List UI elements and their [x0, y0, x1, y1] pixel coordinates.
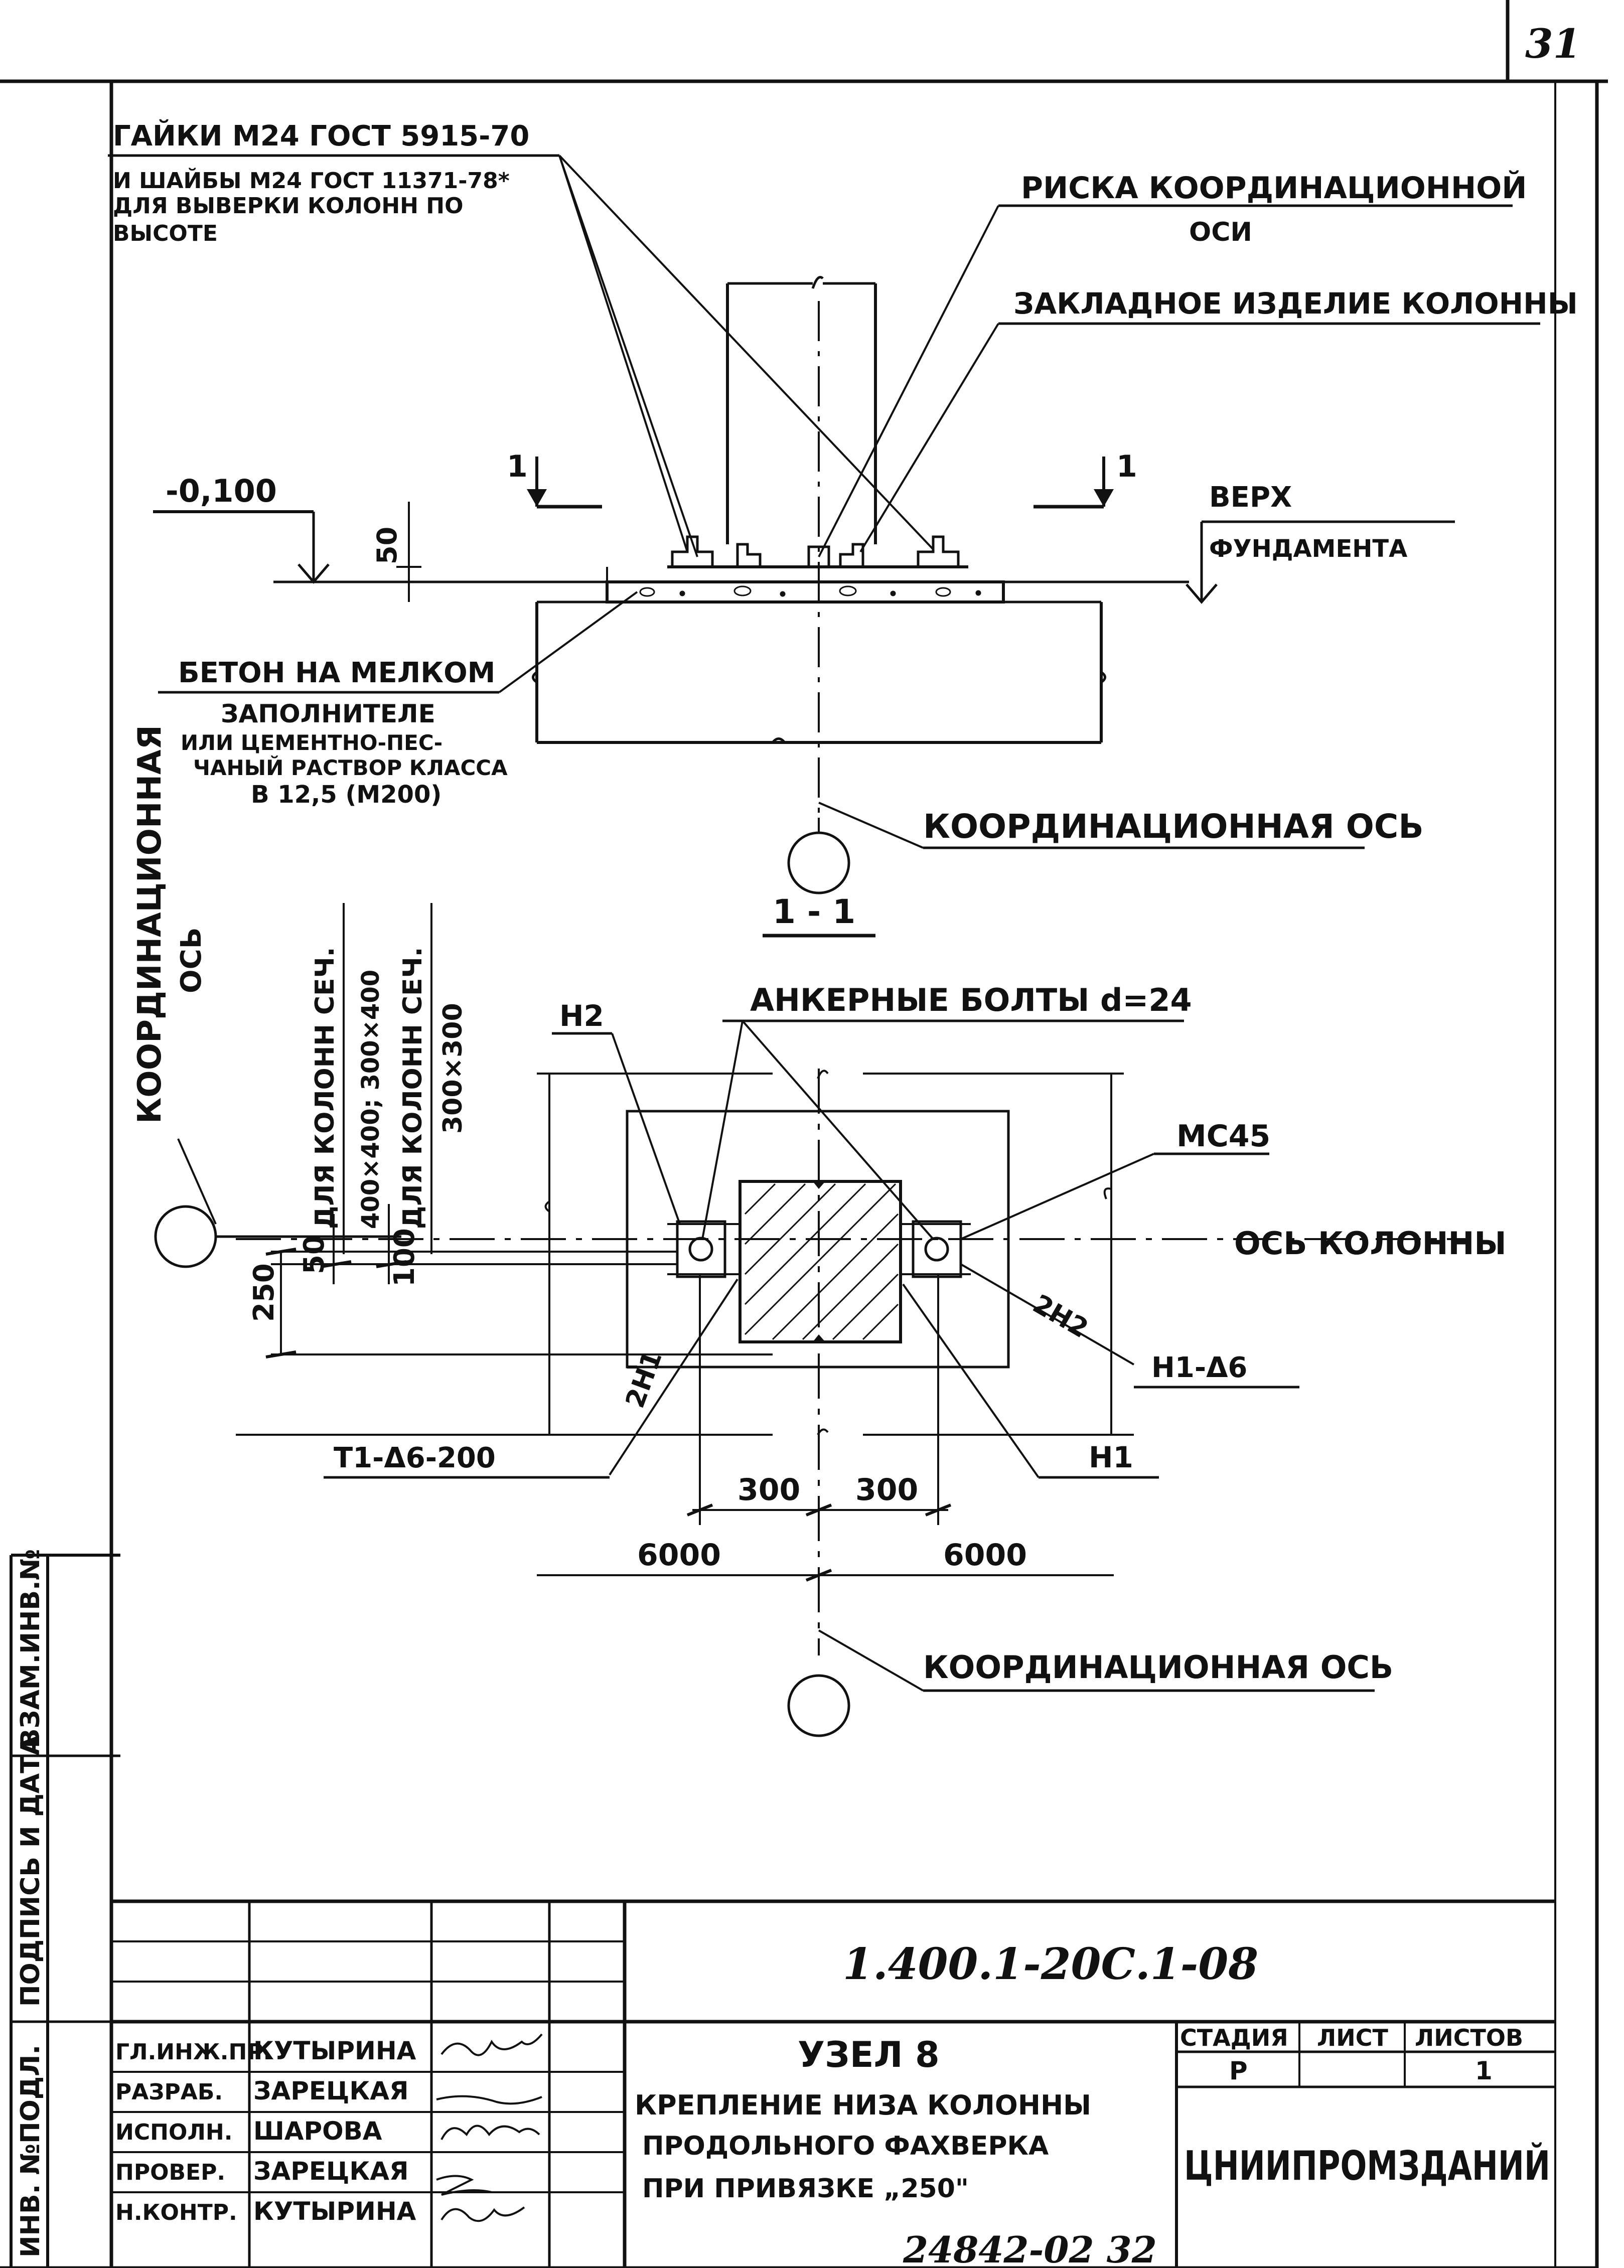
axis-bubble-section [787, 831, 850, 894]
plate-hatch [744, 1183, 899, 1340]
axis-bubble-plan-bottom [787, 1674, 850, 1737]
side-stamp: ИНВ. №ПОДЛ. ПОДПИСЬ И ДАТА ВЗАМ.ИНВ.№ [10, 1549, 120, 2268]
embedded-label: ЗАКЛАДНОЕ ИЗДЕЛИЕ КОЛОННЫ [1013, 286, 1578, 321]
title-block: 1.400.1-20С.1-08 ГЛ.ИНЖ.ПР. КУТЫРИНА РАЗ… [111, 1899, 1555, 2268]
name-5: КУТЫРИНА [253, 2197, 416, 2226]
risk-line-1: РИСКА КООРДИНАЦИОННОЙ [1021, 170, 1527, 206]
col-sec-2b: 300×300 [438, 1003, 468, 1134]
coord-vert-line-2: ОСЬ [175, 928, 208, 993]
n2-label: Н2 [559, 999, 604, 1033]
anchor-bolts-label: АНКЕРНЫЕ БОЛТЫ d=24 [750, 982, 1192, 1018]
dim-6000-left: 6000 [637, 1538, 721, 1573]
section-mark-right: 1 [1116, 449, 1137, 484]
col-sec-1a: ДЛЯ КОЛОНН СЕЧ. [310, 947, 340, 1229]
dim-50-plan: 50 [298, 1235, 331, 1274]
sheets-value: 1 [1475, 2056, 1493, 2085]
concrete-note: БЕТОН НА МЕЛКОМ ЗАПОЛНИТЕЛЕ ИЛИ ЦЕМЕНТНО… [158, 591, 638, 809]
n1-label: Н1 [1089, 1440, 1133, 1474]
nuts-line-2: И ШАЙБЫ М24 ГОСТ 11371-78* [113, 167, 510, 194]
concrete-line-3: ИЛИ ЦЕМЕНТНО-ПЕС- [181, 730, 442, 755]
nuts-note: ГАЙКИ М24 ГОСТ 5915-70 И ШАЙБЫ М24 ГОСТ … [108, 119, 934, 557]
name-3: ШАРОВА [253, 2116, 382, 2146]
mc45-label: МС45 [1176, 1119, 1270, 1154]
column-axis-label: ОСЬ КОЛОННЫ [1234, 1225, 1507, 1262]
col-sec-1b: 400×400; 300×400 [357, 970, 385, 1229]
stamp-replace-inv: ВЗАМ.ИНВ.№ [16, 1549, 46, 1748]
desc-line-2: ПРОДОЛЬНОГО ФАХВЕРКА [642, 2131, 1049, 2161]
role-2: РАЗРАБ. [115, 2079, 223, 2105]
coord-axis-label-2: КООРДИНАЦИОННАЯ ОСЬ [923, 1649, 1393, 1686]
top-label-1: ВЕРХ [1209, 481, 1292, 514]
concrete-line-1: БЕТОН НА МЕЛКОМ [178, 657, 495, 689]
stamp-inv-orig: ИНВ. №ПОДЛ. [16, 2045, 46, 2257]
concrete-line-2: ЗАПОЛНИТЕЛЕ [221, 699, 435, 728]
sheet-header: ЛИСТ [1317, 2024, 1388, 2051]
name-1: КУТЫРИНА [253, 2036, 416, 2065]
section-title: 1 - 1 [773, 892, 855, 931]
t1-d6-label: Т1-Δ6-200 [334, 1442, 496, 1474]
stamp-sign-date: ПОДПИСЬ И ДАТА [16, 1735, 46, 2007]
people-rows: ГЛ.ИНЖ.ПР. КУТЫРИНА РАЗРАБ. ЗАРЕЦКАЯ ИСП… [115, 2036, 416, 2226]
embedded-note: ЗАКЛАДНОЕ ИЗДЕЛИЕ КОЛОННЫ [859, 286, 1578, 553]
role-1: ГЛ.ИНЖ.ПР. [115, 2039, 271, 2065]
desc-line-3: ПРИ ПРИВЯЗКЕ „250" [642, 2174, 969, 2204]
stage-value: Р [1229, 2056, 1248, 2085]
risk-note: РИСКА КООРДИНАЦИОННОЙ ОСИ [818, 170, 1527, 557]
nuts-line-3: ДЛЯ ВЫВЕРКИ КОЛОНН ПО [113, 193, 464, 219]
risk-line-2: ОСИ [1189, 217, 1252, 247]
dim-250-plan: 250 [248, 1263, 280, 1322]
name-4: ЗАРЕЦКАЯ [253, 2157, 408, 2186]
coord-axis-label-1: КООРДИНАЦИОННАЯ ОСЬ [923, 807, 1424, 846]
level-label: -0,100 [166, 473, 277, 509]
dim-6000-right: 6000 [943, 1538, 1027, 1573]
role-4: ПРОВЕР. [115, 2160, 225, 2185]
dim-300-right: 300 [855, 1472, 918, 1507]
h1-d6-label: Н1-Δ6 [1151, 1351, 1247, 1384]
section-mark-left: 1 [507, 449, 528, 484]
sheets-header: ЛИСТОВ [1415, 2024, 1523, 2051]
concrete-line-4: ЧАНЫЙ РАСТВОР КЛАССА [193, 755, 508, 780]
dim-300-left: 300 [737, 1472, 800, 1507]
page-number: 31 [1525, 20, 1581, 67]
plan-view: КООРДИНАЦИОННАЯ ОСЬ КООРДИНАЦИОННАЯ ОСЬ … [131, 725, 1507, 1737]
signatures [436, 2033, 543, 2222]
doc-code: 1.400.1-20С.1-08 [843, 1939, 1258, 1990]
concrete-line-5: В 12,5 (М200) [251, 781, 441, 809]
name-2: ЗАРЕЦКАЯ [253, 2076, 408, 2105]
role-5: Н.КОНТР. [115, 2200, 237, 2225]
org-name: ЦНИИПРОМЗДАНИЙ [1184, 2142, 1550, 2189]
col-sec-2a: ДЛЯ КОЛОНН СЕЧ. [398, 947, 428, 1229]
nuts-line-4: ВЫСОТЕ [113, 221, 218, 246]
nuts-line-1: ГАЙКИ М24 ГОСТ 5915-70 [113, 119, 529, 153]
dim-50-section: 50 [371, 527, 403, 564]
coord-vert-line-1: КООРДИНАЦИОННАЯ [131, 725, 169, 1124]
top-label-2: ФУНДАМЕНТА [1209, 535, 1407, 563]
role-3: ИСПОЛН. [115, 2120, 232, 2145]
dim-100-plan: 100 [388, 1228, 421, 1287]
grout-hatch [639, 585, 981, 597]
stage-header: СТАДИЯ [1180, 2024, 1288, 2051]
node-title: УЗЕЛ 8 [798, 2034, 940, 2075]
desc-line-1: КРЕПЛЕНИЕ НИЗА КОЛОННЫ [635, 2089, 1091, 2121]
bottom-code: 24842-02 32 [903, 2228, 1157, 2268]
section-1-1: -0,100 50 ВЕРХ ФУНДАМЕНТА 1 1 КООРДИНАЦИ… [153, 276, 1455, 938]
axis-bubble-plan-left [154, 1205, 217, 1268]
